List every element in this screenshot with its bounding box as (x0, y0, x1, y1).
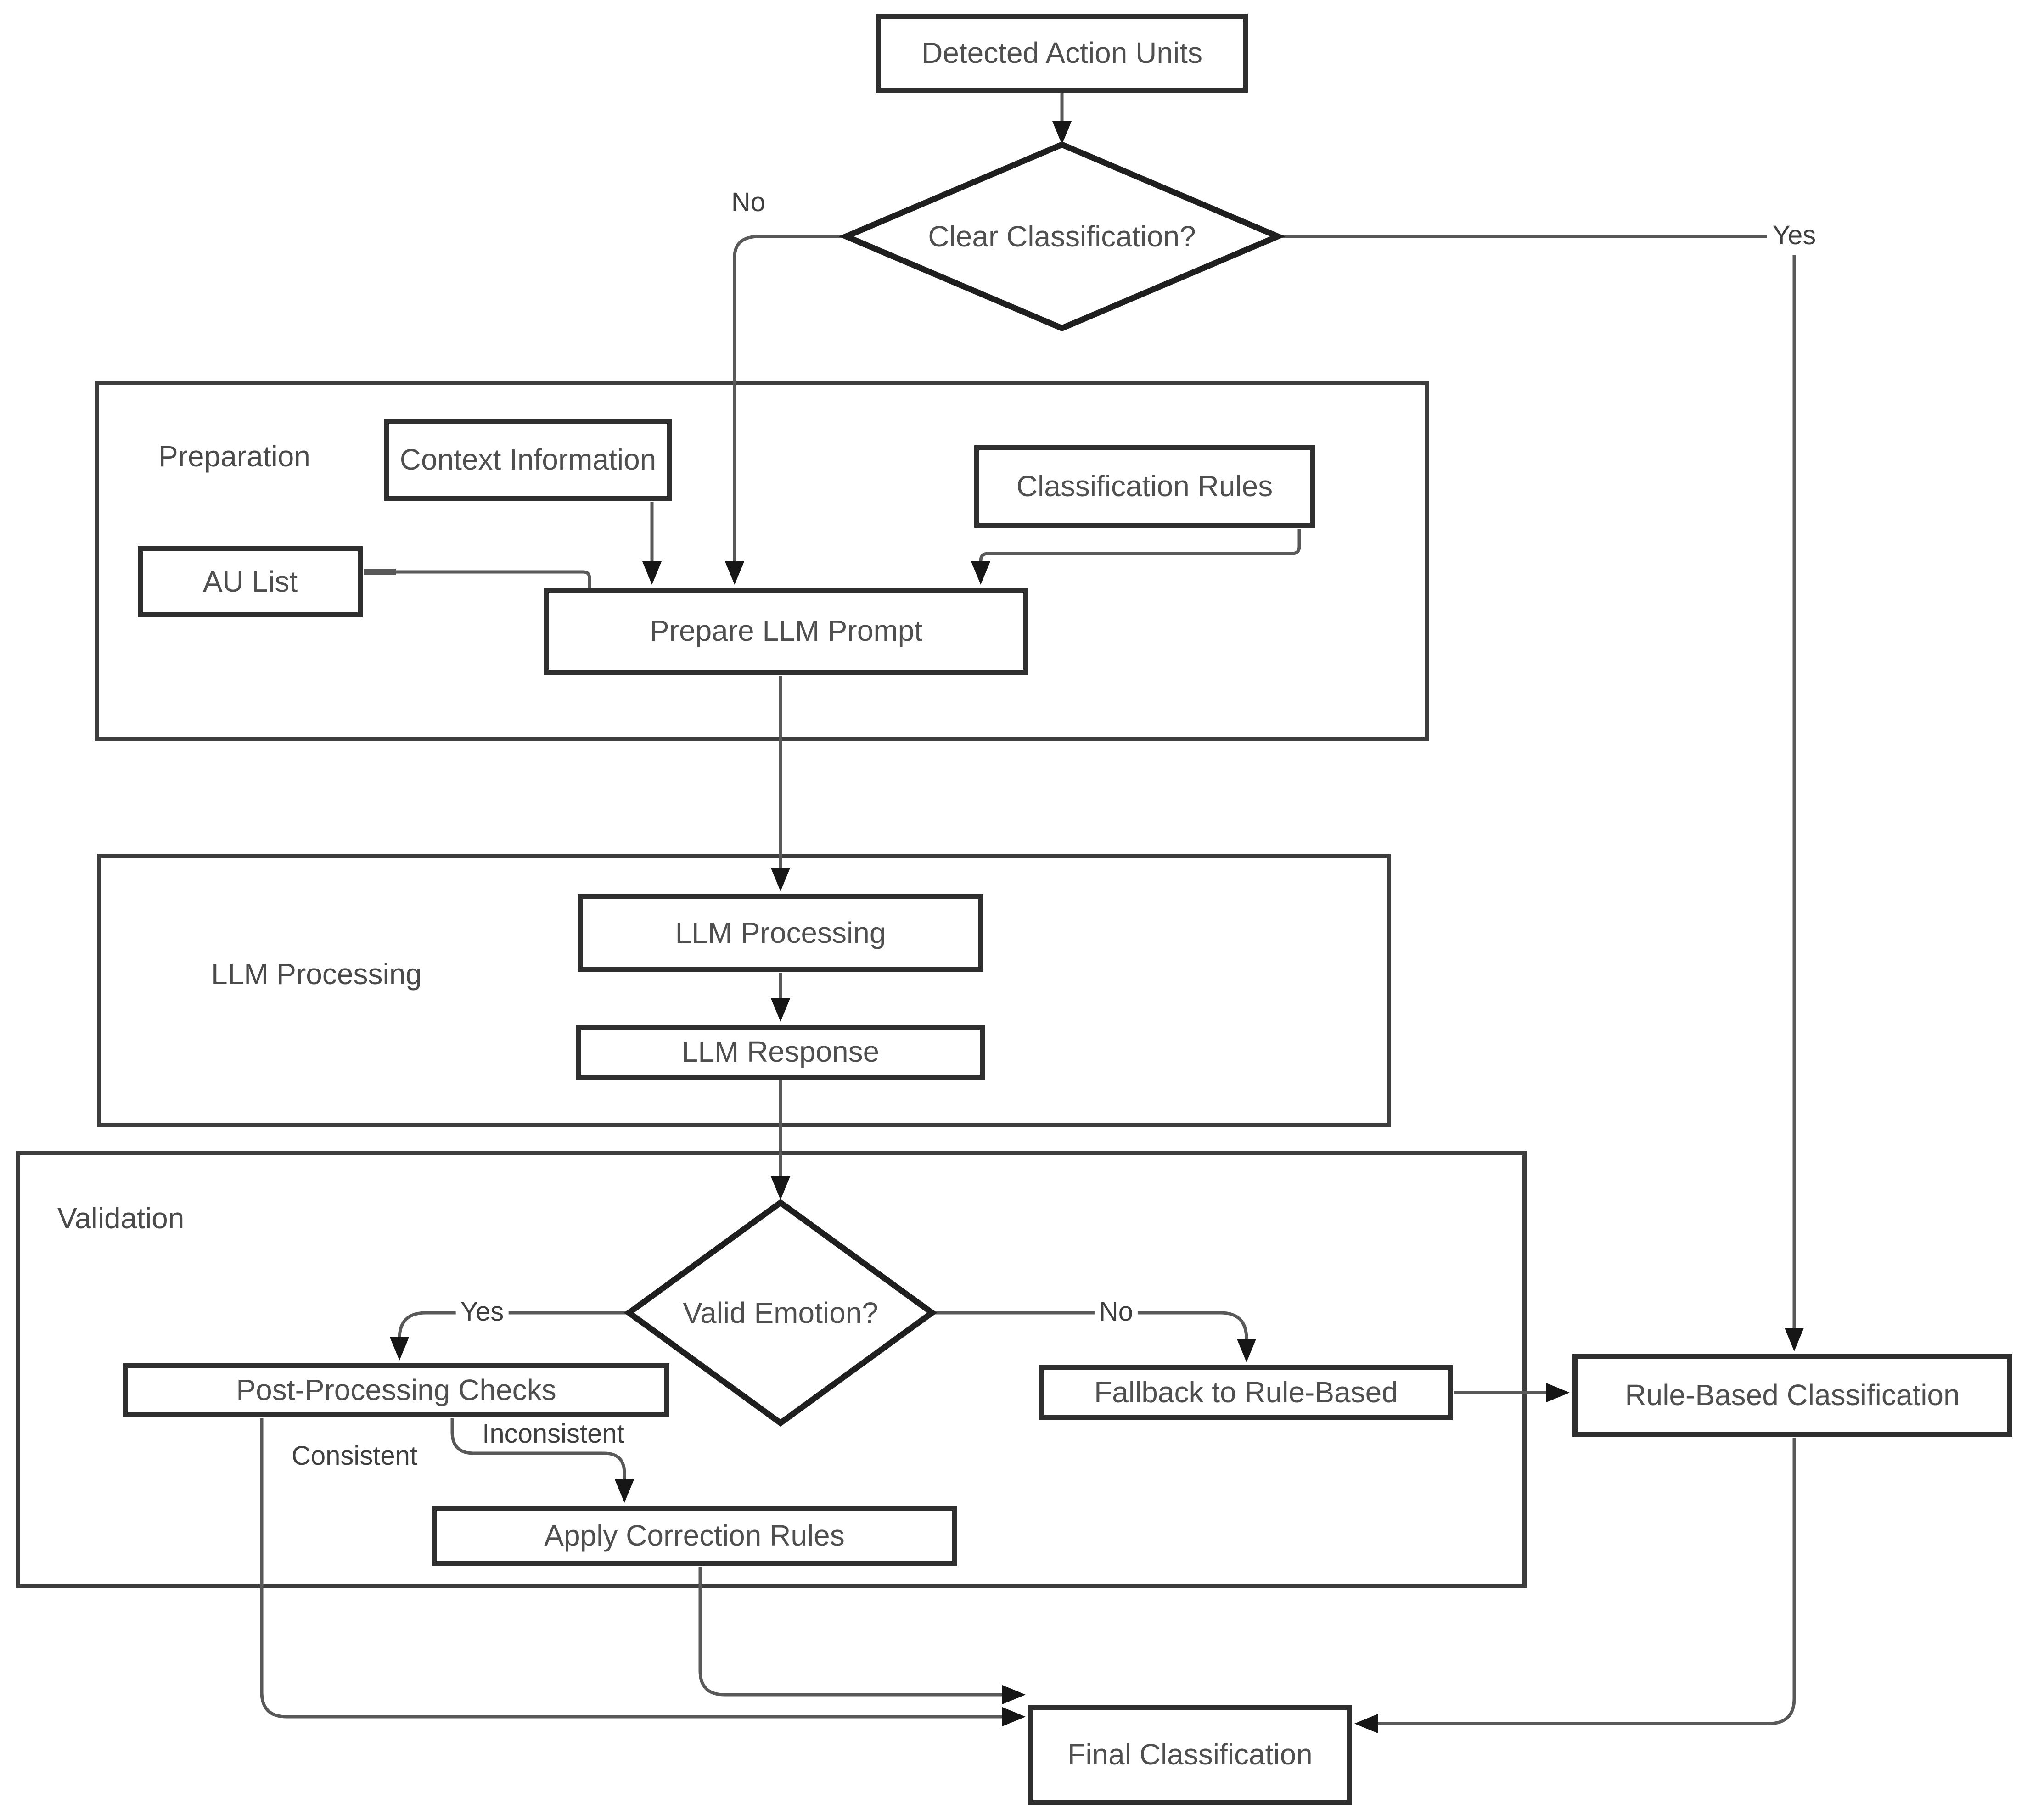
arrowhead-llmprocessing-top (771, 868, 790, 891)
decision-valid-emotion-label: Valid Emotion? (683, 1296, 878, 1329)
edge-label-clear-no: No (731, 187, 766, 217)
node-apply-correction-rules: Apply Correction Rules (432, 1506, 957, 1566)
node-fallback-to-rule-based: Fallback to Rule-Based (1039, 1365, 1453, 1420)
edge-correction-to-final (698, 1567, 1003, 1697)
decision-valid-emotion (623, 1198, 938, 1427)
arrowhead-fallback-top (1237, 1339, 1256, 1362)
arrowhead-rule-based-top (1785, 1328, 1804, 1351)
group-llm-processing (97, 854, 1391, 1127)
node-au-list: AU List (138, 546, 363, 617)
decision-clear-classification-label: Clear Classification? (928, 220, 1196, 253)
arrowhead-prompt-from-no (725, 561, 744, 585)
edge-rules-to-prompt (979, 529, 1301, 562)
edge-aulist-to-prompt (364, 570, 591, 588)
group-validation-label: Validation (57, 1202, 185, 1235)
edge-valid-no (933, 1311, 1248, 1339)
node-au-list-label: AU List (202, 565, 298, 598)
edge-inconsistent (450, 1418, 626, 1480)
group-preparation (95, 381, 1429, 741)
group-preparation-label: Preparation (158, 440, 310, 473)
arrowhead-ppc-top (390, 1337, 409, 1361)
node-llm-processing: LLM Processing (578, 894, 983, 972)
group-validation (16, 1151, 1527, 1588)
arrowhead-clear-top (1052, 121, 1072, 145)
node-rule-based-classification-label: Rule-Based Classification (1625, 1378, 1960, 1412)
arrowhead-correction-top (615, 1479, 634, 1503)
edge-label-clear-yes: Yes (1768, 222, 1821, 249)
arrowhead-llmresponse-top (771, 998, 790, 1022)
node-rule-based-classification: Rule-Based Classification (1572, 1354, 2012, 1437)
node-llm-processing-label: LLM Processing (675, 916, 886, 950)
node-context-information-label: Context Information (399, 443, 657, 476)
arrowhead-valid-top (771, 1176, 790, 1200)
node-post-processing-checks-label: Post-Processing Checks (236, 1373, 556, 1407)
node-classification-rules-label: Classification Rules (1016, 470, 1273, 503)
arrowhead-rulebased-left (1546, 1383, 1570, 1402)
edge-label-consistent: Consistent (291, 1441, 418, 1471)
arrowhead-final-left-upper (1002, 1685, 1026, 1704)
node-detected-action-units: Detected Action Units (876, 14, 1248, 93)
node-final-classification-label: Final Classification (1067, 1738, 1313, 1771)
node-llm-response-label: LLM Response (681, 1035, 880, 1069)
edge-label-inconsistent: Inconsistent (482, 1419, 624, 1449)
node-context-information: Context Information (384, 419, 672, 501)
node-fallback-to-rule-based-label: Fallback to Rule-Based (1094, 1376, 1398, 1409)
arrowhead-prompt-from-rules (971, 561, 990, 585)
group-llm-processing-label: LLM Processing (211, 958, 422, 991)
node-prepare-llm-prompt-label: Prepare LLM Prompt (649, 614, 923, 648)
edge-rulebased-to-final (1377, 1438, 1796, 1725)
edge-valid-yes (398, 1311, 630, 1339)
node-classification-rules: Classification Rules (974, 445, 1315, 528)
node-post-processing-checks: Post-Processing Checks (123, 1363, 669, 1417)
edge-clear-no (733, 235, 846, 562)
node-prepare-llm-prompt: Prepare LLM Prompt (544, 588, 1028, 675)
edge-label-valid-yes: Yes (455, 1299, 509, 1325)
node-llm-response: LLM Response (576, 1025, 985, 1080)
node-final-classification: Final Classification (1028, 1705, 1352, 1805)
decision-clear-classification (838, 141, 1286, 332)
node-detected-action-units-label: Detected Action Units (921, 36, 1202, 70)
arrowhead-prompt-from-context (642, 561, 662, 585)
edge-consistent (260, 1418, 1003, 1719)
arrowhead-final-left-lower (1002, 1707, 1026, 1726)
node-apply-correction-rules-label: Apply Correction Rules (544, 1519, 845, 1552)
edge-label-valid-no: No (1094, 1299, 1138, 1325)
arrowhead-final-right (1354, 1714, 1378, 1733)
